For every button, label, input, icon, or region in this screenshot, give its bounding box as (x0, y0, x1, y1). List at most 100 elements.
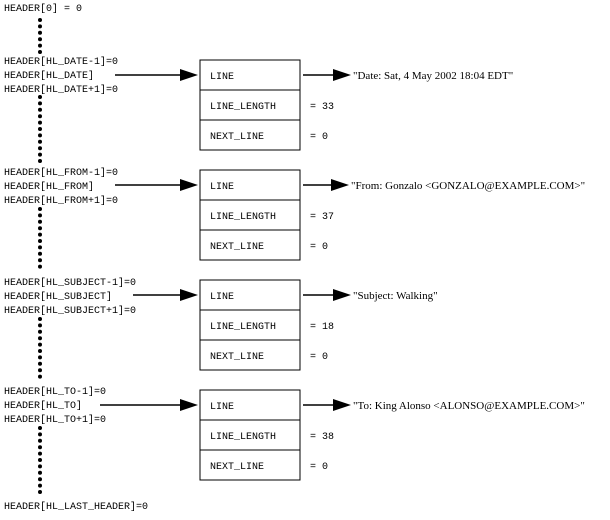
continuation-dot (38, 50, 42, 54)
continuation-dot (38, 43, 42, 48)
continuation-dot (38, 490, 42, 494)
continuation-dot (38, 139, 42, 144)
prev-label: HEADER[HL_SUBJECT-1]=0 (4, 277, 136, 289)
header-string-text: "To: King Alonso <ALONSO@EXAMPLE.COM>" (353, 400, 585, 412)
next-line-value: = 0 (310, 462, 328, 473)
header-string-text: "Date: Sat, 4 May 2002 18:04 EDT" (353, 70, 513, 82)
continuation-dot (38, 264, 42, 269)
string-arrowhead (333, 69, 351, 81)
continuation-dot (38, 146, 42, 151)
main-label: HEADER[HL_FROM] (4, 181, 94, 193)
header-group-subject: HEADER[HL_SUBJECT-1]=0 HEADER[HL_SUBJECT… (4, 277, 438, 371)
next-label: HEADER[HL_FROM+1]=0 (4, 195, 118, 207)
next-label: HEADER[HL_TO+1]=0 (4, 414, 106, 426)
header-group-to: HEADER[HL_TO-1]=0 HEADER[HL_TO] HEADER[H… (4, 386, 585, 481)
continuation-dot (38, 464, 42, 469)
header-last-label: HEADER[HL_LAST_HEADER]=0 (4, 501, 148, 513)
header-first-label: HEADER[0] = 0 (4, 3, 82, 15)
dots-after-date (38, 95, 42, 163)
continuation-dot (38, 95, 42, 99)
dots-top (38, 18, 42, 54)
continuation-dot (38, 226, 42, 231)
continuation-dot (38, 213, 42, 218)
line-length-value: = 38 (310, 432, 334, 443)
string-arrowhead (333, 289, 351, 301)
continuation-dot (38, 349, 42, 353)
header-string-text: "Subject: Walking" (353, 290, 438, 302)
continuation-dot (38, 258, 42, 263)
line-field-label: LINE (210, 72, 234, 83)
pointer-arrowhead (180, 399, 198, 411)
continuation-dot (38, 355, 42, 360)
header-string-text: "From: Gonzalo <GONZALO@EXAMPLE.COM>" (351, 180, 585, 192)
next-label: HEADER[HL_SUBJECT+1]=0 (4, 305, 136, 317)
continuation-dot (38, 232, 42, 237)
string-arrowhead (333, 399, 351, 411)
dots-after-to (38, 426, 42, 494)
continuation-dot (38, 329, 42, 334)
prev-label: HEADER[HL_TO-1]=0 (4, 386, 106, 398)
continuation-dot (38, 107, 42, 112)
continuation-dot (38, 24, 42, 29)
continuation-dot (38, 245, 42, 250)
continuation-dot (38, 219, 42, 224)
continuation-dot (38, 152, 42, 157)
continuation-dot (38, 342, 42, 347)
continuation-dot (38, 30, 42, 35)
main-label: HEADER[HL_SUBJECT] (4, 291, 112, 303)
continuation-dot (38, 133, 42, 138)
main-label: HEADER[HL_DATE] (4, 70, 94, 82)
prev-label: HEADER[HL_DATE-1]=0 (4, 56, 118, 68)
line-field-box (199, 389, 301, 421)
continuation-dot (38, 458, 42, 462)
continuation-dot (38, 445, 42, 450)
line-field-label: LINE (210, 292, 234, 303)
continuation-dot (38, 127, 42, 131)
line-length-field-label: LINE_LENGTH (210, 322, 276, 333)
line-field-box (199, 279, 301, 311)
line-length-field-box (199, 309, 301, 341)
line-length-value: = 18 (310, 322, 334, 333)
continuation-dot (38, 114, 42, 119)
continuation-dot (38, 37, 42, 42)
pointer-arrowhead (180, 179, 198, 191)
continuation-dot (38, 18, 42, 22)
continuation-dot (38, 426, 42, 430)
dots-after-from (38, 207, 42, 269)
continuation-dot (38, 207, 42, 211)
dots-after-subject (38, 317, 42, 379)
next-line-field-label: NEXT_LINE (210, 242, 264, 253)
continuation-dot (38, 483, 42, 488)
next-line-field-label: NEXT_LINE (210, 132, 264, 143)
next-line-field-box (199, 119, 301, 151)
continuation-dot (38, 477, 42, 482)
continuation-dot (38, 239, 42, 243)
line-length-field-box (199, 419, 301, 451)
continuation-dot (38, 361, 42, 366)
next-line-value: = 0 (310, 352, 328, 363)
continuation-dot (38, 120, 42, 125)
continuation-dot (38, 470, 42, 475)
continuation-dot (38, 438, 42, 443)
pointer-arrowhead (180, 69, 198, 81)
line-length-field-box (199, 89, 301, 121)
continuation-dot (38, 374, 42, 379)
next-label: HEADER[HL_DATE+1]=0 (4, 84, 118, 96)
line-length-value: = 37 (310, 212, 334, 223)
line-length-value: = 33 (310, 102, 334, 113)
next-line-value: = 0 (310, 242, 328, 253)
continuation-dot (38, 101, 42, 106)
prev-label: HEADER[HL_FROM-1]=0 (4, 167, 118, 179)
pointer-arrowhead (180, 289, 198, 301)
line-length-field-label: LINE_LENGTH (210, 432, 276, 443)
next-line-field-label: NEXT_LINE (210, 462, 264, 473)
string-arrowhead (331, 179, 349, 191)
next-line-field-label: NEXT_LINE (210, 352, 264, 363)
line-length-field-label: LINE_LENGTH (210, 212, 276, 223)
continuation-dot (38, 336, 42, 341)
next-line-field-box (199, 339, 301, 371)
continuation-dot (38, 251, 42, 256)
line-length-field-label: LINE_LENGTH (210, 102, 276, 113)
main-label: HEADER[HL_TO] (4, 400, 82, 412)
